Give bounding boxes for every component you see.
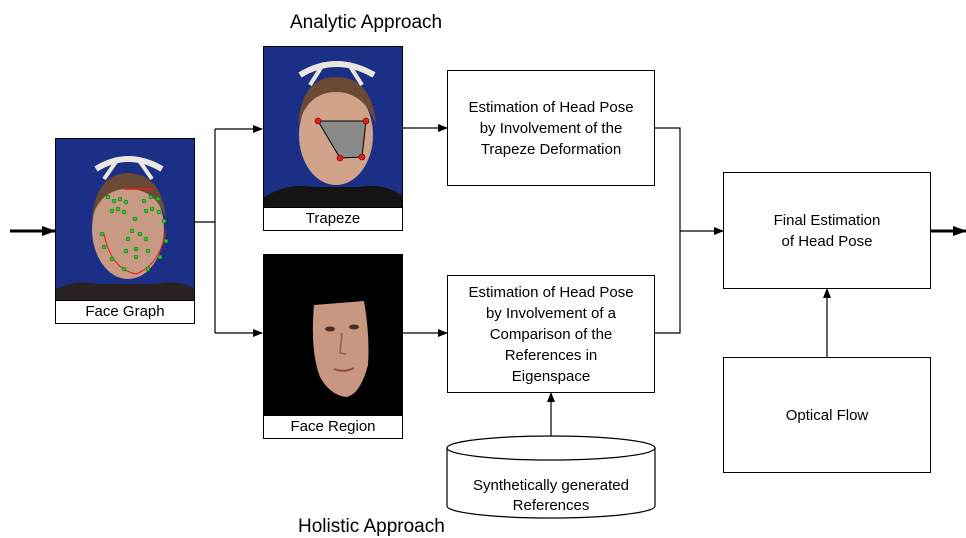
trapeze-estimation-text: Estimation of Head Pose by Involvement o… xyxy=(468,98,634,158)
face-graph-caption: Face Graph xyxy=(56,300,194,323)
face-region-image: Face Region xyxy=(263,254,403,439)
references-database xyxy=(446,435,656,519)
face-region-caption: Face Region xyxy=(264,415,402,438)
eigenspace-estimation-text: Estimation of Head Pose by Involvement o… xyxy=(468,283,634,385)
face-region-photo xyxy=(264,255,402,438)
split-connector xyxy=(195,129,216,223)
face-graph-photo xyxy=(56,139,194,323)
final-estimation-text: Final Estimation of Head Pose xyxy=(773,211,881,250)
holistic-approach-heading: Holistic Approach xyxy=(298,516,445,537)
optical-flow-text: Optical Flow xyxy=(785,406,869,424)
eigenspace-estimation-box: Estimation of Head Pose by Involvement o… xyxy=(447,275,655,393)
analytic-approach-heading: Analytic Approach xyxy=(290,12,443,33)
optical-flow-box: Optical Flow xyxy=(723,357,931,473)
trapeze-caption: Trapeze xyxy=(264,207,402,230)
trapeze-image: Trapeze xyxy=(263,46,403,231)
references-database-label: Synthetically generated References xyxy=(473,477,629,514)
merge-connector xyxy=(655,127,681,334)
trapeze-photo xyxy=(264,47,402,230)
face-graph-image: Face Graph xyxy=(55,138,195,324)
final-estimation-box: Final Estimation of Head Pose xyxy=(723,172,931,289)
trapeze-estimation-box: Estimation of Head Pose by Involvement o… xyxy=(447,70,655,186)
